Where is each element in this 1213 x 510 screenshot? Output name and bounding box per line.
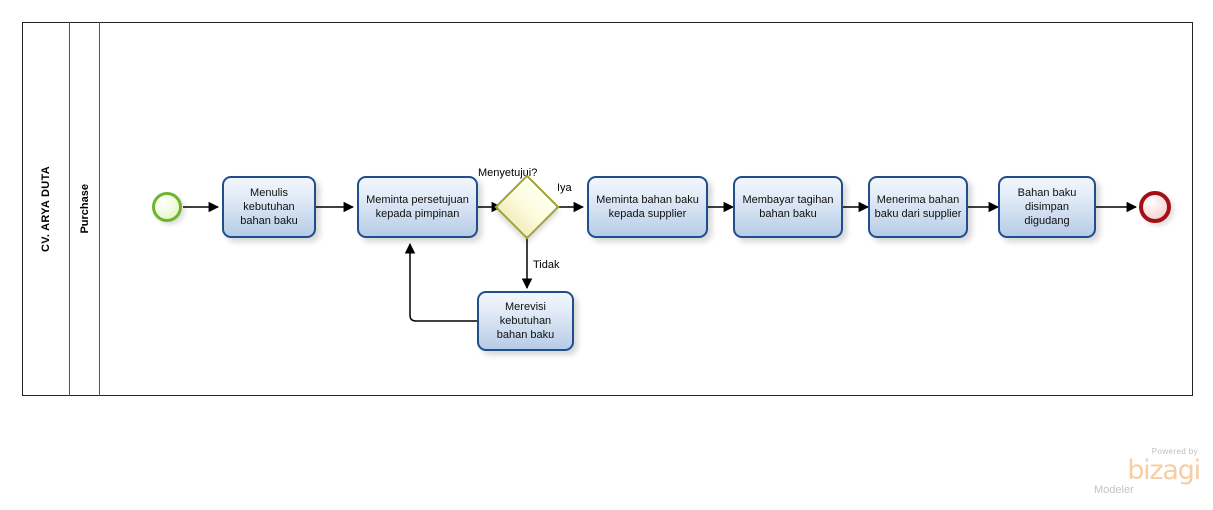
powered-by-label: Powered by [1151, 447, 1198, 456]
bizagi-logo-text: bizagi [1127, 455, 1201, 486]
task-menerima-bahan-baku-dari-supplier[interactable]: Menerima bahan baku dari supplier [868, 176, 968, 238]
task-meminta-bahan-baku-kepada-supplier[interactable]: Meminta bahan baku kepada supplier [587, 176, 708, 238]
task-label: Menulis kebutuhan bahan baku [240, 187, 298, 227]
task-label: Membayar tagihan bahan baku [742, 194, 834, 220]
flow-label-tidak: Tidak [533, 259, 560, 271]
start-event[interactable] [152, 192, 182, 222]
lane-label-purchase: Purchase [70, 22, 100, 396]
gateway-label-menyetujui: Menyetujui? [478, 167, 538, 179]
task-membayar-tagihan-bahan-baku[interactable]: Membayar tagihan bahan baku [733, 176, 843, 238]
flow-label-iya: Iya [557, 182, 572, 194]
lane-label-text: Purchase [78, 184, 91, 234]
task-label: Meminta persetujuan kepada pimpinan [366, 194, 469, 220]
bizagi-branding: Powered by bizagi Modeler [1088, 447, 1201, 499]
task-bahan-baku-disimpan-digudang[interactable]: Bahan baku disimpan digudang [998, 176, 1096, 238]
task-label: Meminta bahan baku kepada supplier [596, 194, 699, 220]
task-meminta-persetujuan-kepada-pimpinan[interactable]: Meminta persetujuan kepada pimpinan [357, 176, 478, 238]
task-menulis-kebutuhan-bahan-baku[interactable]: Menulis kebutuhan bahan baku [222, 176, 316, 238]
bizagi-product-label: Modeler [1094, 484, 1134, 496]
end-event[interactable] [1139, 191, 1171, 223]
task-merevisi-kebutuhan-bahan-baku[interactable]: Merevisi kebutuhan bahan baku [477, 291, 574, 351]
pool-label-text: CV. ARYA DUTA [39, 165, 52, 252]
task-label: Menerima bahan baku dari supplier [874, 194, 962, 220]
pool-label: CV. ARYA DUTA [22, 22, 70, 396]
task-label: Merevisi kebutuhan bahan baku [496, 301, 555, 341]
task-label: Bahan baku disimpan digudang [1017, 187, 1077, 227]
